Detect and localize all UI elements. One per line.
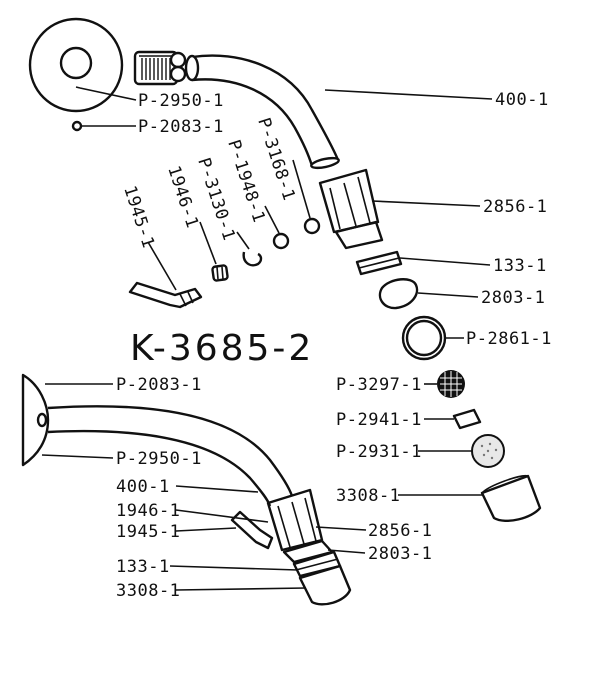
label-p2950-bottom: P-2950-1	[116, 449, 202, 469]
assembled-faucet	[21, 373, 352, 606]
diagram-title: K-3685-2	[130, 328, 314, 369]
threaded-nipple-part	[133, 50, 187, 86]
label-1946-bottom: 1946-1	[116, 501, 180, 521]
label-133-bottom: 133-1	[116, 557, 170, 577]
label-p2931: P-2931-1	[336, 442, 422, 462]
o-ring-p3168	[303, 217, 321, 235]
label-p2941: P-2941-1	[336, 410, 422, 430]
label-133-top: 133-1	[493, 256, 547, 276]
spray-outlet-3308	[480, 474, 542, 522]
ring-p2861	[401, 315, 447, 361]
label-1946-top: 1946-1	[163, 163, 202, 230]
label-1945-top: 1945-1	[119, 183, 158, 250]
washer-ring-133	[355, 250, 403, 276]
label-3308-right: 3308-1	[336, 486, 400, 506]
o-ring-p1948	[272, 232, 290, 250]
label-2856-bottom: 2856-1	[368, 521, 432, 541]
escutcheon-flange-part	[28, 17, 124, 113]
label-p2950-top: P-2950-1	[138, 91, 224, 111]
part-labels: P-2950-1 P-2083-1 400-1 P-3168-1 P-1948-…	[116, 90, 552, 601]
spout-tube-part	[184, 54, 340, 170]
label-p2861: P-2861-1	[466, 329, 552, 349]
screen-p3297	[437, 370, 465, 398]
label-1945-bottom: 1945-1	[116, 522, 180, 542]
label-p3297: P-3297-1	[336, 375, 422, 395]
leader-lines	[41, 87, 493, 591]
label-p2083-bottom: P-2083-1	[116, 375, 202, 395]
label-3308-bottom: 3308-1	[116, 581, 180, 601]
seal-p2083-top	[71, 120, 83, 132]
label-400-top: 400-1	[495, 90, 549, 110]
label-p2083-top: P-2083-1	[138, 117, 224, 137]
gasket-2803	[378, 278, 419, 310]
label-2803-top: 2803-1	[481, 288, 545, 308]
label-2803-bottom: 2803-1	[368, 544, 432, 564]
spout-nut-part	[318, 168, 384, 250]
grommet-1946	[211, 264, 229, 282]
aerator-p2931	[471, 434, 505, 468]
clip-p3130	[242, 251, 263, 267]
label-400-bottom: 400-1	[116, 477, 170, 497]
diverter-tube-1945	[128, 281, 203, 309]
insert-p2941	[452, 408, 482, 430]
label-2856-top: 2856-1	[483, 197, 547, 217]
